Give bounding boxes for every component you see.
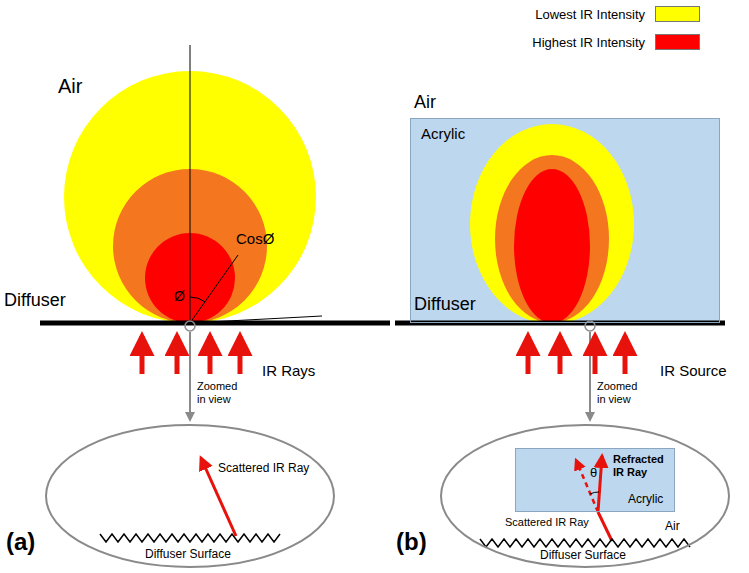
cos-line xyxy=(190,255,238,323)
normal-line xyxy=(190,45,191,323)
ellipse-border xyxy=(441,425,729,567)
acrylic-fill xyxy=(410,118,720,323)
angle-label: Ø xyxy=(174,288,185,304)
zoom-pointer xyxy=(189,332,191,420)
ir-ray-arrows xyxy=(142,336,240,374)
refracted-ray xyxy=(598,456,602,512)
diffuser-label: Diffuser xyxy=(414,294,476,315)
legend-row: Highest IR Intensity xyxy=(440,34,700,50)
theta-arc xyxy=(590,492,599,494)
legend-swatch xyxy=(655,34,700,50)
ir-source-arrows xyxy=(528,336,625,374)
zoom-label: Zoomed in view xyxy=(197,380,245,405)
ellipse-outline xyxy=(440,424,730,568)
node-text: Scattered IR Ray xyxy=(218,462,309,476)
scattered-ray xyxy=(598,512,612,541)
panel-label: (a) xyxy=(6,528,35,556)
diffuser-label: Diffuser xyxy=(4,290,66,311)
node-text: Diffuser Surface xyxy=(540,549,626,563)
zoom-spot xyxy=(185,321,195,331)
node-text: Scattered IR Ray xyxy=(505,516,589,529)
acrylic-sample-fill xyxy=(515,448,675,512)
node-text: Diffuser Surface xyxy=(145,548,231,562)
legend-row: Lowest IR Intensity xyxy=(440,6,700,22)
angle-arc xyxy=(190,297,205,302)
ellipse-outline xyxy=(45,424,335,568)
node-text: Acrylic xyxy=(628,493,663,507)
source-label: IR Rays xyxy=(262,362,315,379)
node-text: Refracted IR Ray xyxy=(613,453,671,478)
medium-label: Air xyxy=(58,75,82,98)
panel-label: (b) xyxy=(396,528,427,556)
unrefracted-path xyxy=(576,460,598,512)
intensity-ellipses xyxy=(470,124,634,324)
diffuser-bar xyxy=(40,321,390,326)
angle-label: θ xyxy=(590,466,597,481)
acrylic-block: Acrylic xyxy=(410,118,720,323)
medium-label: Air xyxy=(414,92,436,113)
zoom-ellipse: Scattered IR RayDiffuser Surface xyxy=(45,424,335,568)
legend-text: Lowest IR Intensity xyxy=(535,7,645,22)
node-text: Air xyxy=(665,520,680,534)
diffuser-bar xyxy=(395,321,725,326)
node-text: Acrylic xyxy=(421,125,465,142)
diffuser-surface-texture xyxy=(100,534,690,547)
ellipse-border xyxy=(46,425,334,567)
zoom-pointer xyxy=(589,332,591,420)
source-label: IR Source xyxy=(660,362,727,379)
zoom-ellipse: Scattered IR Ray AirDiffuser Surface Refra… xyxy=(440,424,730,568)
cosine-label: CosØ xyxy=(236,230,274,247)
zoom-label: Zoomed in view xyxy=(597,380,645,405)
legend-swatch xyxy=(655,6,700,22)
legend-text: Highest IR Intensity xyxy=(532,35,645,50)
